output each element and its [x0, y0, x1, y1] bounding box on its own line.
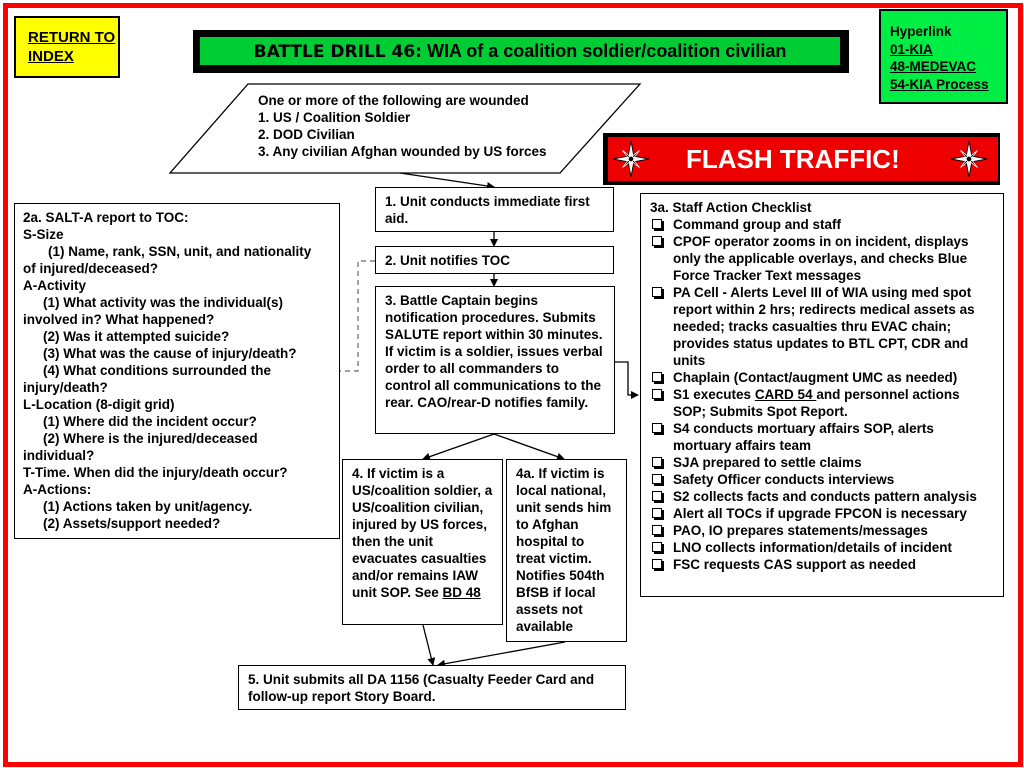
link-48-medevac[interactable]: 48-MEDEVAC — [890, 59, 977, 74]
checklist-item: S4 conducts mortuary affairs SOP, alerts… — [650, 420, 994, 454]
salt-a-line: A-Actions: — [23, 482, 92, 497]
salt-a-line: (1) Where did the incident occur? — [43, 414, 257, 429]
salt-a-line: A-Activity — [23, 278, 87, 293]
checklist-item-text: S1 executes — [673, 387, 755, 402]
arrow-step3-to-step4 — [422, 433, 495, 461]
flash-traffic-text: FLASH TRAFFIC! — [686, 144, 900, 174]
page-title: BATTLE DRILL 46: WIA of a coalition sold… — [200, 37, 840, 65]
checklist-item: S2 collects facts and conducts pattern a… — [650, 488, 994, 505]
compass-star-icon — [612, 140, 650, 178]
compass-star-icon — [950, 140, 988, 178]
checklist-item-text: and personnel actions SOP; Submits Spot … — [673, 387, 960, 419]
checklist-item: CPOF operator zooms in on incident, disp… — [650, 233, 994, 284]
step-4-box: 4. If victim is a US/coalition soldier, … — [342, 459, 503, 625]
dashed-step2-to-salt — [340, 260, 375, 372]
trigger-conditions: One or more of the following are wounded… — [258, 92, 588, 160]
salt-a-line: (3) What was the cause of injury/death? — [43, 346, 297, 361]
trigger-line: 1. US / Coalition Soldier — [258, 110, 411, 125]
step-4a-box: 4a. If victim is local national, unit se… — [506, 459, 627, 642]
page-border — [3, 3, 1023, 767]
checklist-heading: 3a. Staff Action Checklist — [650, 200, 812, 215]
salt-a-line: of injured/deceased? — [23, 261, 159, 276]
return-to-index-button[interactable]: RETURN TO INDEX — [14, 16, 120, 78]
step-3-box: 3. Battle Captain begins notification pr… — [375, 286, 615, 434]
salt-a-line: individual? — [23, 448, 95, 463]
arrow-step4a-to-step5 — [437, 641, 566, 668]
checklist-item: Alert all TOCs if upgrade FPCON is neces… — [650, 505, 994, 522]
flash-traffic-banner: FLASH TRAFFIC! — [608, 137, 998, 181]
salt-a-line: (1) What activity was the individual(s) — [43, 295, 284, 310]
salt-a-lines: 2a. SALT-A report to TOC: S-Size (1) Name,… — [23, 209, 331, 532]
checklist-item: PA Cell - Alerts Level III of WIA using … — [650, 284, 994, 369]
title-text: WIA of a coalition soldier/coalition civ… — [421, 41, 787, 61]
salt-a-line: (2) Assets/support needed? — [43, 516, 221, 531]
staff-action-checklist: 3a. Staff Action Checklist Command group… — [640, 193, 1004, 597]
salt-a-report-box: 2a. SALT-A report to TOC: S-Size (1) Name,… — [14, 203, 340, 539]
link-54-kia-process[interactable]: 54-KIA Process — [890, 76, 989, 92]
trigger-line: 2. DOD Civilian — [258, 127, 355, 142]
checklist-item: LNO collects information/details of inci… — [650, 539, 994, 556]
arrow-step3-to-checklist — [614, 361, 639, 399]
card-54-link[interactable]: CARD 54 — [754, 387, 817, 402]
arrow-step4-to-step5 — [422, 624, 436, 666]
salt-a-line: L-Location (8-digit grid) — [23, 397, 175, 412]
hyperlink-heading: Hyperlink — [890, 24, 952, 39]
checklist-item: Command group and staff — [650, 216, 994, 233]
salt-a-line: injury/death? — [23, 380, 108, 395]
link-01-kia[interactable]: 01-KIA — [890, 41, 933, 57]
checklist-item: Safety Officer conducts interviews — [650, 471, 994, 488]
trigger-line: One or more of the following are wounded — [258, 93, 529, 108]
salt-a-line: (1) Name, rank, SSN, unit, and nationali… — [48, 244, 312, 259]
salt-a-line: S-Size — [23, 227, 64, 242]
checklist-item: S1 executes CARD 54 and personnel action… — [650, 386, 994, 420]
salt-a-line: (4) What conditions surrounded the — [43, 363, 271, 378]
salt-a-line: (1) Actions taken by unit/agency. — [43, 499, 253, 514]
salt-a-line: T-Time. When did the injury/death occur? — [23, 465, 288, 480]
salt-a-line: 2a. SALT-A report to TOC: — [23, 210, 189, 225]
step-4-text: 4. If victim is a US/coalition soldier, … — [352, 466, 493, 600]
checklist-item: FSC requests CAS support as needed — [650, 556, 994, 573]
step-1-box: 1. Unit conducts immediate first aid. — [375, 187, 614, 232]
step-2-box: 2. Unit notifies TOC — [375, 246, 614, 274]
trigger-line: 3. Any civilian Afghan wounded by US for… — [258, 144, 547, 159]
hyperlink-panel: Hyperlink 01-KIA 48-MEDEVAC 54-KIA Proce… — [879, 9, 1008, 104]
salt-a-line: (2) Was it attempted suicide? — [43, 329, 230, 344]
arrow-trigger-to-step1 — [399, 172, 495, 190]
bd-48-link[interactable]: BD 48 — [442, 585, 481, 600]
checklist-item: Chaplain (Contact/augment UMC as needed) — [650, 369, 994, 386]
checklist-item: SJA prepared to settle claims — [650, 454, 994, 471]
arrow-step3-to-step4a — [493, 433, 565, 461]
salt-a-line: (2) Where is the injured/deceased — [43, 431, 258, 446]
title-prefix: BATTLE DRILL 46: — [253, 42, 422, 62]
checklist-item: PAO, IO prepares statements/messages — [650, 522, 994, 539]
salt-a-line: involved in? What happened? — [23, 312, 215, 327]
step-5-box: 5. Unit submits all DA 1156 (Casualty Fe… — [238, 665, 626, 710]
